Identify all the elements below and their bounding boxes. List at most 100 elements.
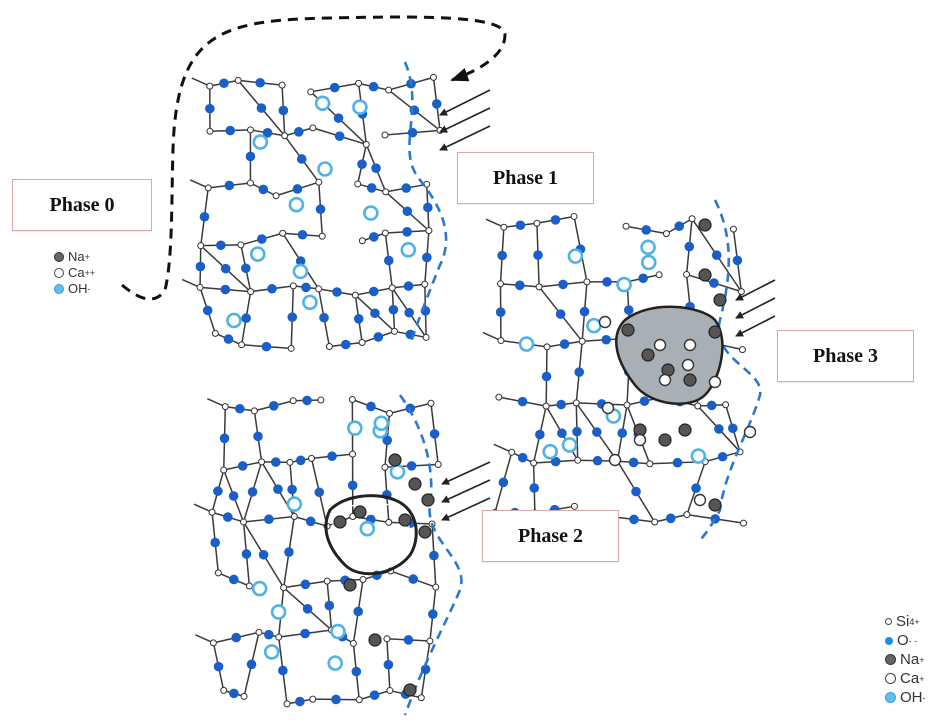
oxygen-atom xyxy=(728,423,738,434)
silicon-atom xyxy=(351,291,359,299)
hydroxyl-swatch-icon xyxy=(54,284,64,294)
oxygen-atom xyxy=(558,279,568,290)
oxygen-atom xyxy=(231,632,241,643)
oxygen-atom xyxy=(366,183,377,193)
calcium-ion xyxy=(693,493,707,507)
oxygen-atom xyxy=(373,332,384,342)
silicon-atom xyxy=(349,450,357,458)
oxygen-atom xyxy=(403,635,414,645)
silicon-atom xyxy=(272,192,280,200)
leached-layer-boundary xyxy=(324,494,418,576)
oxygen-atom xyxy=(404,307,414,318)
silicon-atom xyxy=(280,584,288,592)
hydroxyl-swatch-icon xyxy=(885,692,896,703)
silicon-atom xyxy=(358,339,366,347)
oxygen-atom xyxy=(205,103,215,114)
oxygen-atom xyxy=(691,483,701,493)
silicon-atom xyxy=(255,628,263,636)
oxygen-atom xyxy=(220,284,231,295)
oxygen-atom xyxy=(706,400,717,411)
silicon-atom xyxy=(662,230,670,238)
oxygen-atom xyxy=(541,371,552,382)
silicon-atom xyxy=(279,229,287,237)
oxygen-atom xyxy=(579,306,590,317)
oxygen-atom xyxy=(515,220,526,231)
oxygen-atom xyxy=(357,159,367,170)
oxygen-atom xyxy=(305,516,316,527)
hydroxyl-ion xyxy=(616,276,632,293)
calcium-ion xyxy=(601,401,615,415)
calcium-swatch-icon xyxy=(885,673,896,684)
sodium-ion xyxy=(408,477,422,491)
calcium-ion xyxy=(633,433,647,447)
silicon-atom xyxy=(497,337,505,345)
network-bonds xyxy=(193,397,439,705)
sodium-ion xyxy=(698,268,712,282)
legend-ion: Na xyxy=(68,249,85,264)
sodium-ion xyxy=(421,493,435,507)
attack-arrows-phase3 xyxy=(735,279,776,337)
oxygen-atom xyxy=(535,429,545,440)
silicon-atom xyxy=(221,403,229,411)
legend-item-calcium: Ca+ xyxy=(885,669,926,688)
hydroxyl-ion xyxy=(640,254,657,271)
silicon-atom xyxy=(275,633,283,641)
calcium-ion xyxy=(598,315,612,329)
silicon-atom xyxy=(572,399,580,407)
oxygen-atom xyxy=(629,514,639,525)
oxygen-atom xyxy=(300,628,310,639)
gel-layer-region xyxy=(615,305,724,405)
silicon-atom xyxy=(729,225,737,233)
silicon-atom xyxy=(535,283,543,291)
oxygen-atom xyxy=(262,128,273,138)
silicon-atom xyxy=(359,576,367,584)
silicon-atom xyxy=(651,518,659,526)
oxygen-atom xyxy=(241,549,252,559)
hydroxyl-ion xyxy=(518,336,535,352)
sodium-ion xyxy=(418,525,432,539)
silicon-atom xyxy=(422,333,430,341)
silicon-atom xyxy=(688,215,696,223)
silicon-atom xyxy=(533,219,541,227)
silicon-atom xyxy=(315,285,323,293)
oxygen-atom xyxy=(225,125,236,136)
silicon-atom xyxy=(237,241,245,249)
silicon-atom xyxy=(391,327,399,335)
oxygen-atom xyxy=(300,579,311,590)
oxygen-atom xyxy=(295,256,306,266)
calcium-ion xyxy=(743,425,757,439)
hydroxyl-ion xyxy=(251,580,268,597)
legend-item-sodium: Na+ xyxy=(54,249,95,265)
oxygen-atom xyxy=(256,103,267,113)
oxygen-atom xyxy=(270,457,281,467)
oxygen-atom xyxy=(550,456,561,467)
silicon-atom xyxy=(289,282,297,290)
oxygen-atom xyxy=(533,250,543,260)
oxygen-atom xyxy=(711,250,722,260)
oxygen-atom xyxy=(296,154,307,164)
hydroxyl-ion xyxy=(252,134,269,150)
legend-ion: O xyxy=(897,632,909,649)
sodium-ion xyxy=(683,373,697,387)
oxygen-atom xyxy=(674,221,685,231)
oxygen-atom xyxy=(514,280,525,291)
silicon-atom xyxy=(381,463,389,471)
calcium-ion xyxy=(681,358,695,372)
oxygen-atom xyxy=(351,666,362,677)
silicon-atom xyxy=(318,232,326,240)
silicon-atom xyxy=(737,288,745,296)
oxygen-atom xyxy=(292,184,303,194)
hydroxyl-ion xyxy=(317,161,333,177)
silicon-atom xyxy=(388,284,396,292)
hydroxyl-ion xyxy=(542,443,559,460)
silicon-atom xyxy=(246,179,254,187)
oxygen-atom xyxy=(557,428,567,439)
sodium-ion xyxy=(713,293,727,307)
silicon-atom xyxy=(349,639,357,647)
legend-item-hydroxyl: OH- xyxy=(54,281,95,297)
calcium-ion xyxy=(653,338,667,352)
oxygen-atom xyxy=(368,81,379,92)
oxygen-atom xyxy=(340,339,351,350)
